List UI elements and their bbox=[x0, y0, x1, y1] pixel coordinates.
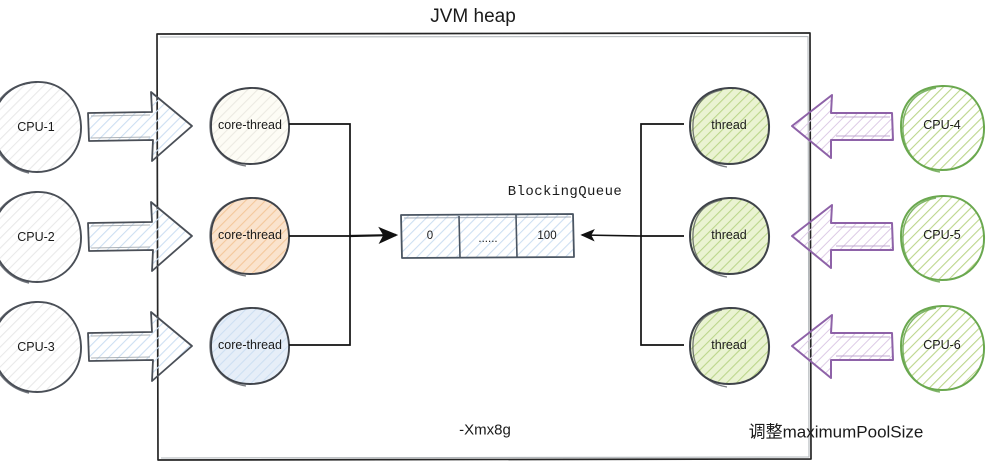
cpu-circle-4 bbox=[899, 84, 986, 173]
cpu-circle-3 bbox=[0, 301, 82, 394]
blue-block-arrow-1 bbox=[87, 91, 193, 162]
purple-block-arrow-1 bbox=[791, 94, 894, 159]
pool-thread-circle-1 bbox=[688, 86, 771, 168]
blue-block-arrow-3 bbox=[87, 311, 193, 382]
blocking-queue-box bbox=[400, 213, 575, 259]
purple-block-arrow-3 bbox=[791, 314, 894, 379]
cpu-circle-2 bbox=[0, 191, 82, 284]
pool-thread-to-queue-connector bbox=[580, 123, 684, 346]
purple-block-arrow-2 bbox=[791, 204, 894, 269]
core-thread-circle-1 bbox=[209, 87, 290, 167]
cpu-circle-1 bbox=[0, 81, 82, 174]
pool-thread-circle-3 bbox=[688, 306, 771, 388]
blue-block-arrow-2 bbox=[87, 201, 193, 272]
cpu-circle-5 bbox=[899, 194, 986, 283]
core-thread-circle-3 bbox=[209, 307, 290, 387]
core-thread-to-queue-connector bbox=[289, 123, 399, 346]
cpu-circle-6 bbox=[899, 304, 986, 393]
core-thread-circle-2 bbox=[209, 197, 290, 277]
pool-thread-circle-2 bbox=[688, 196, 771, 278]
